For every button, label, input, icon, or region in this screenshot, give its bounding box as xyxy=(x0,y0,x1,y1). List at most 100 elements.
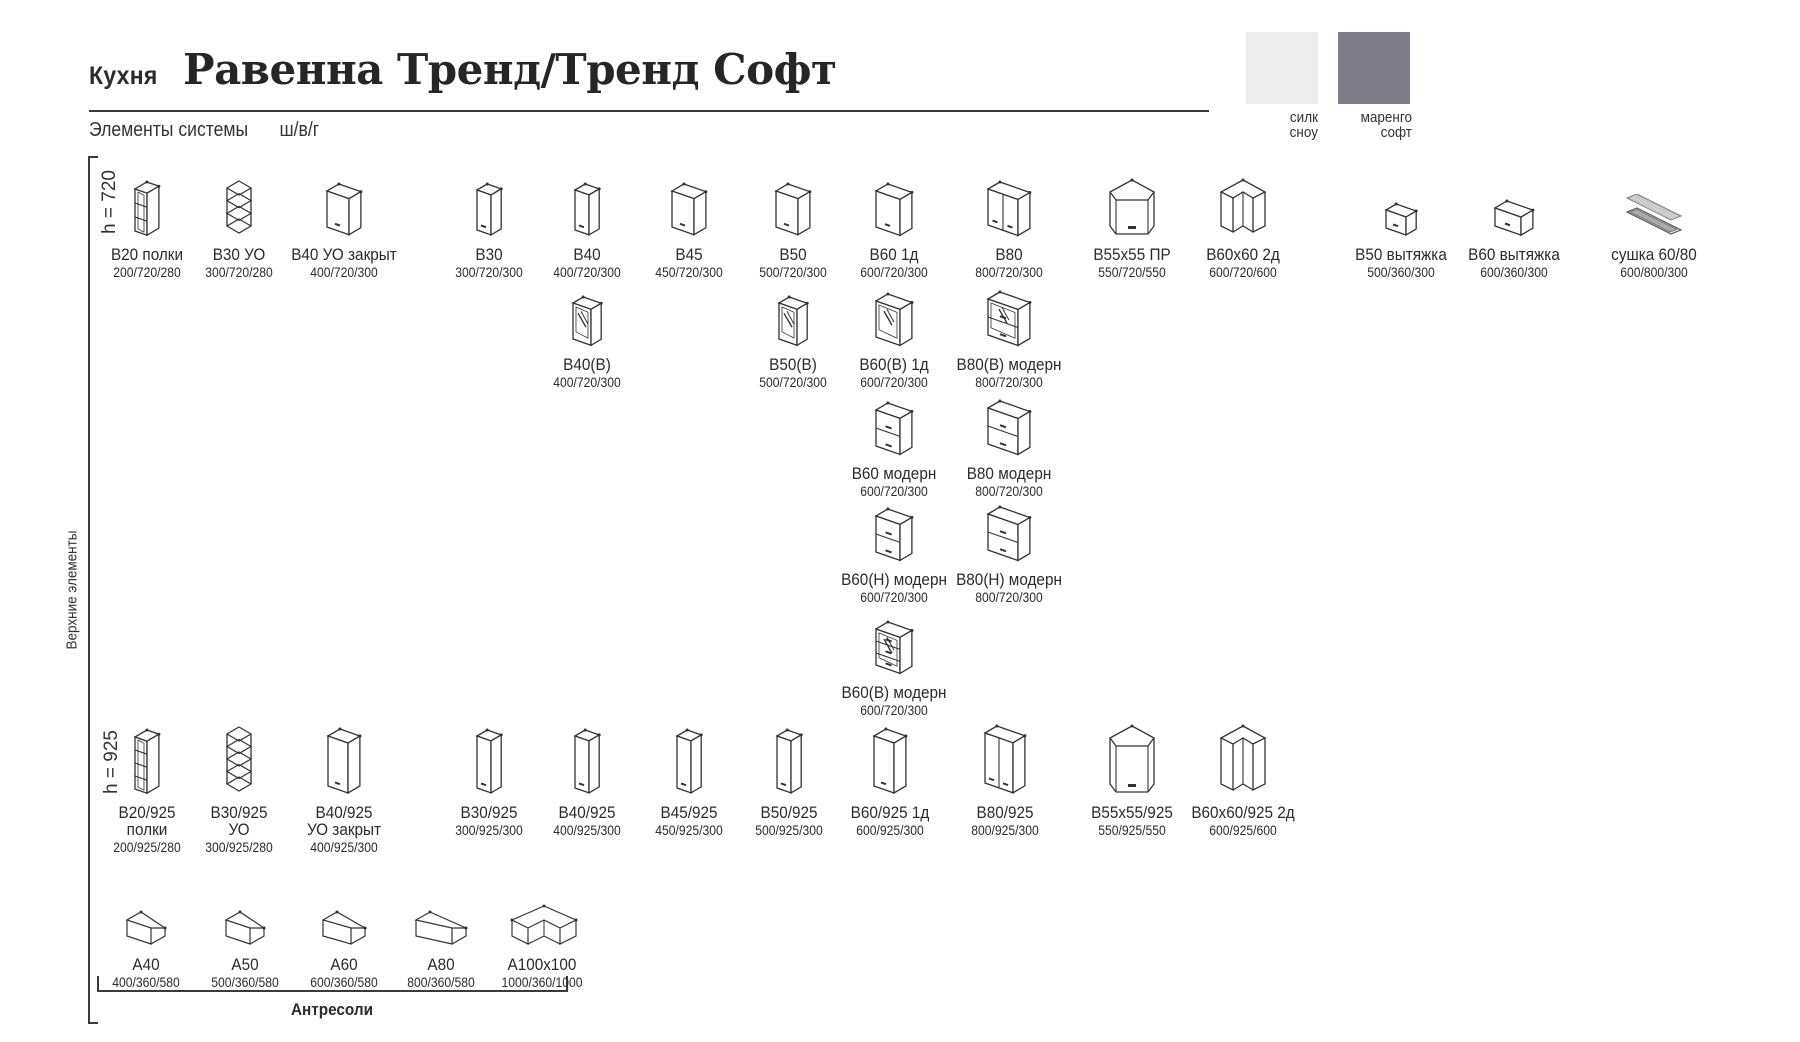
item-dimensions: 300/925/280 xyxy=(205,840,273,855)
item-dimensions: 450/925/300 xyxy=(655,823,723,838)
item-dimensions: 600/800/300 xyxy=(1620,265,1688,280)
catalog-item[interactable]: В50(В)500/720/300 xyxy=(728,280,858,390)
dish-dryer-icon xyxy=(1625,194,1683,235)
item-name: В80(Н) модерн xyxy=(956,570,1062,589)
item-name: В60 вытяжка xyxy=(1468,245,1560,264)
item-dimensions: 500/360/580 xyxy=(211,975,279,990)
item-name: В80(В) модерн xyxy=(956,355,1062,374)
item-name: А50 xyxy=(231,955,259,974)
item-dimensions: 400/720/300 xyxy=(553,265,621,280)
antresoli-label: Антресоли xyxy=(290,1000,374,1019)
mezzanine-long-icon xyxy=(414,910,468,945)
cabinet-1door-tall-icon xyxy=(326,727,362,795)
cabinet-wide-icon xyxy=(874,182,914,237)
cabinet-narrow-tall-icon xyxy=(573,728,601,795)
cabinet-1door-tall-icon xyxy=(872,727,908,795)
item-name: сушка 60/80 xyxy=(1611,245,1697,264)
modern-2lift-wide-icon xyxy=(986,399,1032,456)
item-dimensions: 550/925/550 xyxy=(1098,823,1166,838)
item-dimensions: 400/360/580 xyxy=(112,975,180,990)
antresoli-bracket xyxy=(97,976,568,992)
swatch-label-line: сноу xyxy=(1289,124,1318,141)
cabinet-1door-icon xyxy=(670,182,708,237)
subtitle-label: Элементы системы xyxy=(89,119,249,141)
item-dimensions: 500/360/300 xyxy=(1367,265,1435,280)
subtitle: Элементы системы ш/в/г xyxy=(89,119,319,142)
item-dimensions: 300/720/300 xyxy=(455,265,523,280)
item-dimensions: 600/360/580 xyxy=(310,975,378,990)
color-swatch-marengo-soft[interactable] xyxy=(1338,32,1410,104)
item-name: В50 xyxy=(779,245,807,264)
item-name: В60/925 1д xyxy=(850,803,930,822)
color-swatch-silk-snow[interactable] xyxy=(1246,32,1318,104)
item-name: В50 вытяжка xyxy=(1355,245,1447,264)
item-name-line2: УО закрыт xyxy=(306,820,382,839)
cabinet-narrow-icon xyxy=(573,182,601,237)
item-name: В55x55 ПР xyxy=(1093,245,1171,264)
item-name-line2: УО xyxy=(228,820,250,839)
item-dimensions: 600/720/300 xyxy=(860,484,928,499)
item-name: В45 xyxy=(675,245,703,264)
item-dimensions: 300/925/300 xyxy=(455,823,523,838)
glass-cabinet-icon xyxy=(777,295,809,347)
item-name: В30/925 xyxy=(210,803,268,822)
item-dimensions: 600/720/300 xyxy=(860,265,928,280)
item-name: В80 модерн xyxy=(966,464,1052,483)
item-dimensions: 400/720/300 xyxy=(310,265,378,280)
item-name: В30 УО xyxy=(212,245,266,264)
item-dimensions: 600/720/600 xyxy=(1209,265,1277,280)
item-dimensions: 800/720/300 xyxy=(975,265,1043,280)
item-dimensions: 800/360/580 xyxy=(407,975,475,990)
kitchen-prefix: Кухня xyxy=(89,62,158,90)
modern-lift-low-icon xyxy=(874,507,914,562)
swatch-label-line: силк xyxy=(1289,109,1318,126)
glass-modern-small-icon xyxy=(874,620,914,675)
catalog-item[interactable]: В40(В)400/720/300 xyxy=(522,280,652,390)
item-dimensions: 600/720/300 xyxy=(860,590,928,605)
item-dimensions: 600/360/300 xyxy=(1480,265,1548,280)
mezzanine-wide-icon xyxy=(321,910,368,945)
item-dimensions: 400/925/300 xyxy=(553,823,621,838)
item-name: В60 1д xyxy=(869,245,919,264)
item-name: В60x60/925 2д xyxy=(1191,803,1295,822)
item-name: В40/925 xyxy=(558,803,616,822)
cabinet-2door-tall-icon xyxy=(983,724,1027,795)
